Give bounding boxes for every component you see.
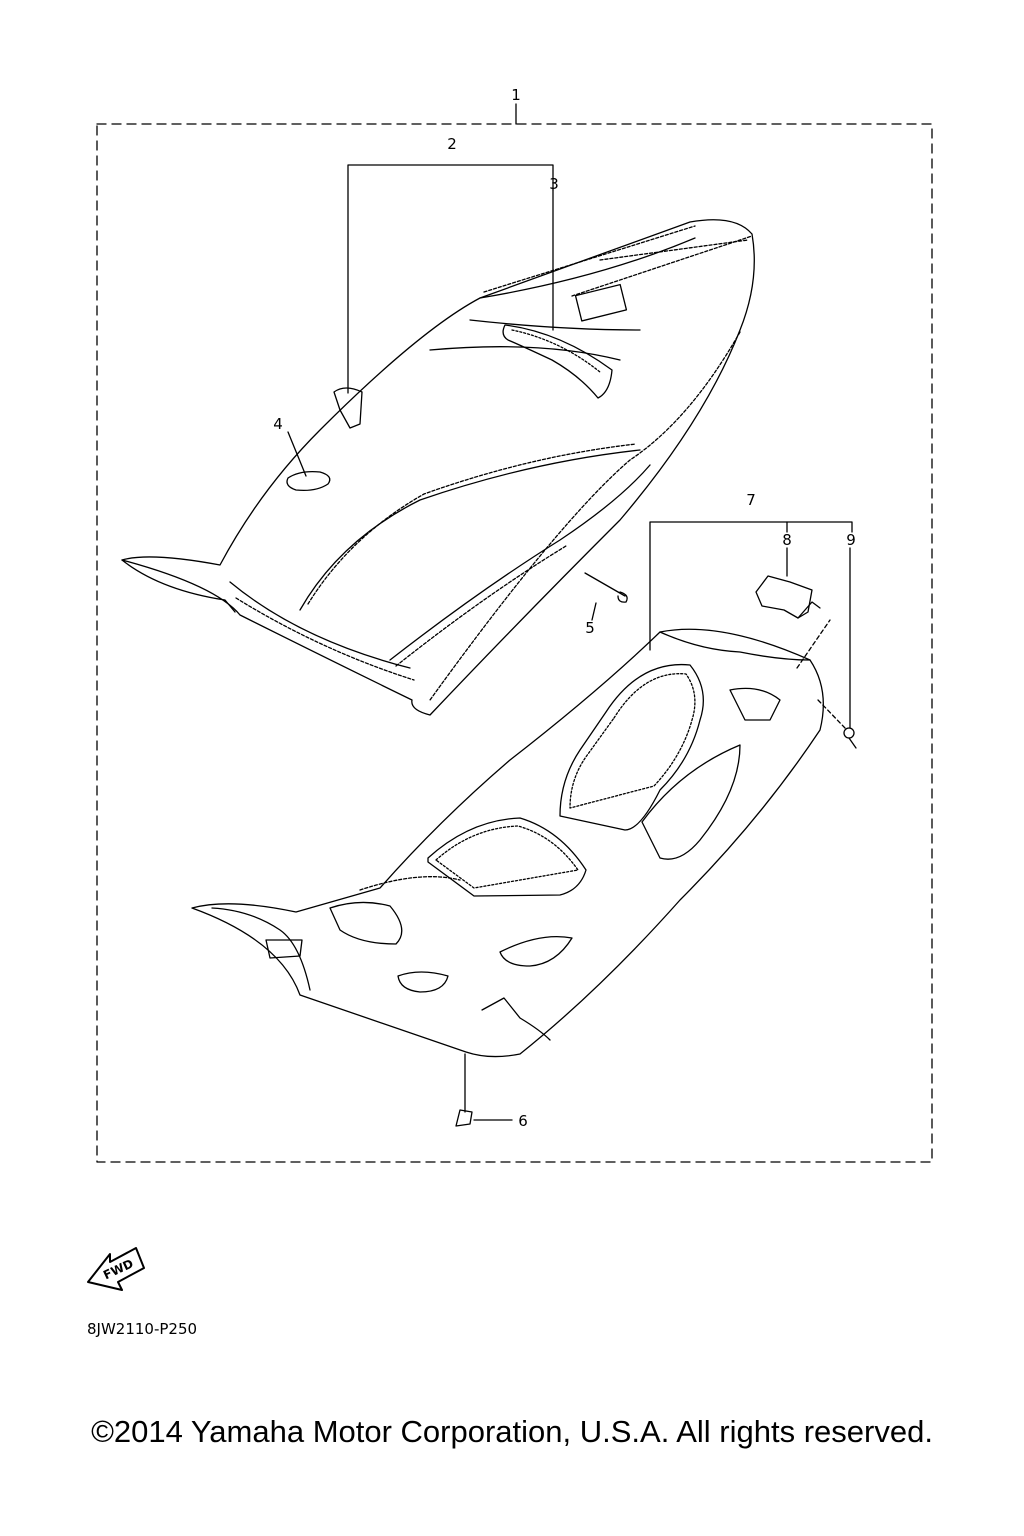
pin-part-5 xyxy=(584,572,628,603)
seat-base xyxy=(191,628,824,1058)
assembly-boundary xyxy=(96,123,933,1163)
callout-4: 4 xyxy=(273,415,283,433)
bracket-part-8 xyxy=(755,575,821,619)
copyright-notice: ©2014 Yamaha Motor Corporation, U.S.A. A… xyxy=(91,1414,933,1449)
callout-1: 1 xyxy=(511,86,521,104)
logo-mark xyxy=(574,283,628,322)
screw-part-9 xyxy=(843,727,857,749)
callout-6: 6 xyxy=(518,1112,528,1130)
cap-part-4 xyxy=(286,470,331,492)
callout-5: 5 xyxy=(585,619,595,637)
leader-lines xyxy=(287,103,853,1121)
clip-part-6 xyxy=(455,1109,473,1127)
diagram-part-code: 8JW2110-P250 xyxy=(87,1320,198,1338)
callout-3: 3 xyxy=(549,175,559,193)
callout-9: 9 xyxy=(846,531,856,549)
grab-strap xyxy=(502,324,613,399)
callout-7: 7 xyxy=(746,491,756,509)
callout-2: 2 xyxy=(447,135,457,153)
callout-8: 8 xyxy=(782,531,792,549)
fwd-arrow-icon xyxy=(87,1247,145,1291)
seat-assembly xyxy=(121,219,755,716)
tab-part-2 xyxy=(333,387,363,429)
